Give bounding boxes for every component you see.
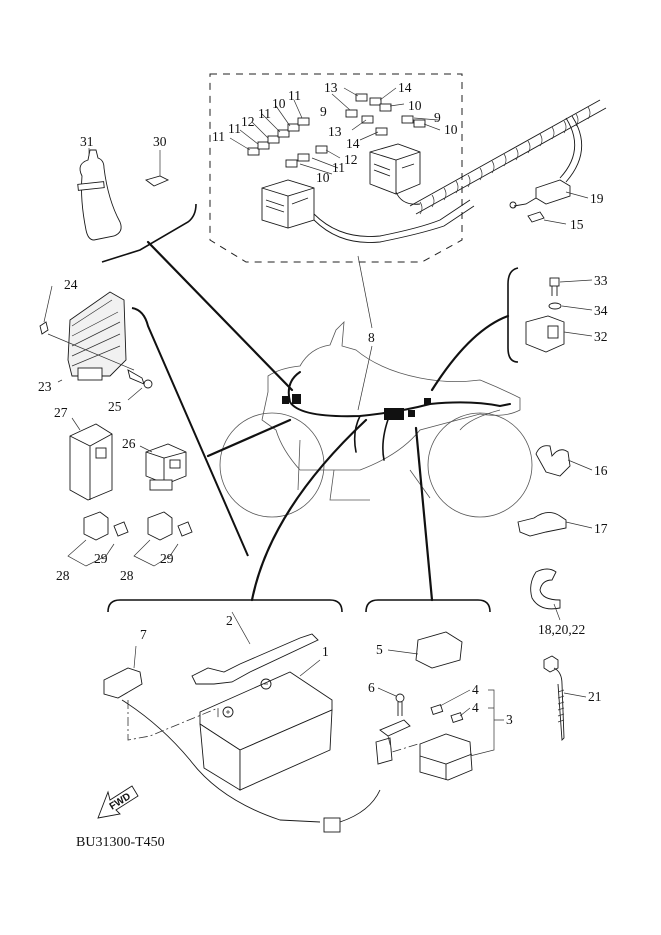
callout-33: 33: [594, 273, 608, 288]
callout-29: 29: [94, 551, 108, 566]
fuse-leaders: [229, 87, 441, 175]
callout-15: 15: [570, 217, 584, 232]
callout-29: 29: [160, 551, 174, 566]
battery-group: 2 1 7: [103, 611, 381, 833]
callout-12: 12: [241, 114, 255, 129]
callout-10: 10: [444, 122, 458, 137]
callout-18-20-22: 18,20,22: [538, 622, 585, 637]
callout-32: 32: [594, 329, 608, 344]
callout-7: 7: [140, 627, 147, 642]
callout-30: 30: [153, 134, 167, 149]
callout-27: 27: [54, 405, 68, 420]
callout-4: 4: [472, 682, 479, 697]
clamps-group: 16 17 18,20,22 21: [517, 445, 608, 742]
callout-10: 10: [316, 170, 330, 185]
callout-4: 4: [472, 700, 479, 715]
callout-11: 11: [258, 106, 271, 121]
drawing-code: BU31300-T450: [76, 835, 165, 850]
callout-17: 17: [594, 521, 608, 536]
leader-battery-to-bike: [250, 418, 368, 602]
bike-harness: [282, 371, 511, 461]
motorcycle-outline: [219, 320, 533, 518]
callout-34: 34: [594, 303, 608, 318]
relay-group: 27 26 29 29 28 28: [54, 405, 193, 583]
left-group-brace: [131, 307, 249, 557]
callout-10: 10: [272, 96, 286, 111]
callout-8: 8: [368, 330, 375, 345]
relay-group-brace: [365, 599, 491, 613]
callout-9: 9: [320, 104, 327, 119]
fuse-box-assembly: [261, 99, 607, 243]
leader-to-harness: [146, 240, 294, 392]
callout-3: 3: [506, 712, 513, 727]
callout-6: 6: [368, 680, 375, 695]
callout-31: 31: [80, 134, 94, 149]
callout-14: 14: [398, 80, 412, 95]
callout-25: 25: [108, 399, 122, 414]
rectifier-regulator-group: 24 23 25: [38, 277, 153, 414]
callout-19: 19: [590, 191, 604, 206]
callout-11: 11: [228, 121, 241, 136]
forward-direction-arrow: FWD: [97, 785, 139, 819]
callout-12: 12: [344, 152, 358, 167]
callout-2: 2: [226, 613, 233, 628]
sensor-group: 33 34 32: [430, 267, 608, 392]
leader-relay-to-bike: [206, 418, 292, 458]
callout-26: 26: [122, 436, 136, 451]
callout-11: 11: [212, 129, 225, 144]
callout-11: 11: [288, 88, 301, 103]
fuse-group-dashed-border: [209, 73, 463, 263]
callout-1: 1: [322, 644, 329, 659]
manual-and-pad-group: 31 30: [77, 134, 197, 263]
callout-9: 9: [434, 110, 441, 125]
fuse-box-right: [369, 143, 421, 195]
callout-28: 28: [56, 568, 70, 583]
fuse-box-left: [261, 179, 315, 229]
callout-11: 11: [332, 160, 345, 175]
leader-relay-to-bike-2: [414, 426, 434, 602]
callout-5: 5: [376, 642, 383, 657]
callout-16: 16: [594, 463, 608, 478]
callout-23: 23: [38, 379, 52, 394]
callout-24: 24: [64, 277, 78, 292]
starter-relay-group: 5 6 4 4 3: [368, 631, 513, 781]
callout-14: 14: [346, 136, 360, 151]
callout-13: 13: [324, 80, 338, 95]
battery-group-brace: [107, 599, 343, 613]
fuses: [247, 93, 426, 168]
callout-28: 28: [120, 568, 134, 583]
callout-10: 10: [408, 98, 422, 113]
callout-21: 21: [588, 689, 602, 704]
callout-13: 13: [328, 124, 342, 139]
